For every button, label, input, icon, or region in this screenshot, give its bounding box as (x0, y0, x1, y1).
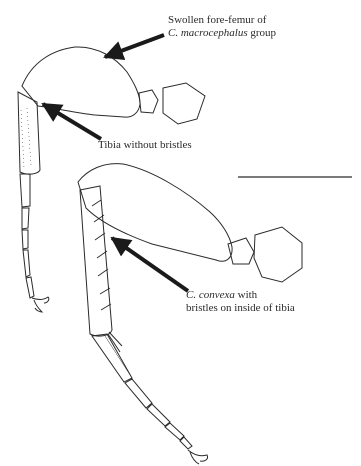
claw-2 (188, 450, 208, 464)
label-swollen-line1: Swollen fore-femur of (168, 14, 266, 26)
label-swollen-line2: C. macrocephalus group (168, 27, 276, 40)
trochanter-1 (139, 90, 158, 113)
leg-swollen-femur (18, 47, 205, 312)
tarsus-1 (20, 174, 30, 207)
tibia-1 (18, 92, 40, 174)
label-tibia-without-bristles: Tibia without bristles (98, 139, 192, 152)
coxa-1 (163, 83, 205, 124)
species-name: C. macrocephalus (168, 27, 248, 39)
tibia-2 (80, 186, 112, 336)
femur-2 (78, 164, 232, 262)
tibia-bristles (92, 200, 111, 310)
label-swollen-line2-rest: group (248, 27, 276, 39)
label-convexa: C. convexa with bristles on inside of ti… (186, 289, 295, 315)
label-convexa-line1-rest: with (235, 289, 257, 301)
arrow-icon (112, 238, 188, 291)
label-convexa-line2: bristles on inside of tibia (186, 302, 295, 314)
arrow-icon (43, 104, 101, 139)
coxa-2 (254, 227, 302, 282)
species-name-convexa: C. convexa (186, 289, 235, 301)
arrow-icon (105, 35, 164, 57)
tarsus-2 (92, 334, 132, 382)
label-convexa-line1: C. convexa with (186, 289, 257, 301)
label-swollen-femur: Swollen fore-femur of C. macrocephalus g… (168, 14, 276, 40)
femur-swollen (22, 47, 140, 117)
claw-1 (32, 297, 49, 312)
